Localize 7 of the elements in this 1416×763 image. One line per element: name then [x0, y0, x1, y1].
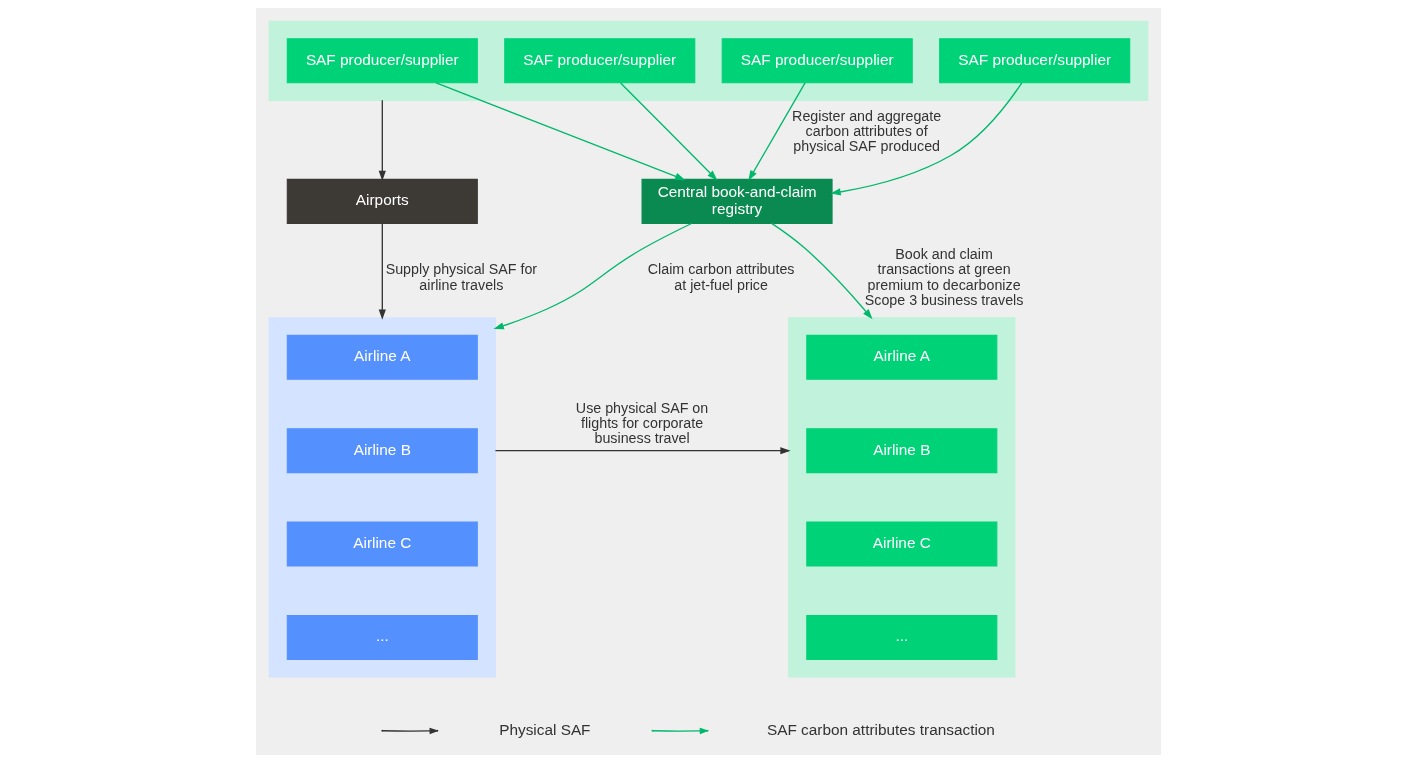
legend-label: Physical SAF	[498, 720, 591, 738]
edge-label: Use physical SAF on flights for corporate business travel	[575, 399, 708, 447]
edge-label: Book and claim transactions at green premium to decarbonize Scope 3 business travels	[864, 245, 1023, 309]
edge-label: Supply physical SAF for airline travels	[385, 261, 537, 293]
edge-label: Claim carbon attributes at jet-fuel price	[647, 261, 794, 293]
legend-label: SAF carbon attributes transaction	[766, 720, 995, 738]
edge-label: Register and aggregate carbon attributes of physical SAF produced	[791, 107, 941, 155]
